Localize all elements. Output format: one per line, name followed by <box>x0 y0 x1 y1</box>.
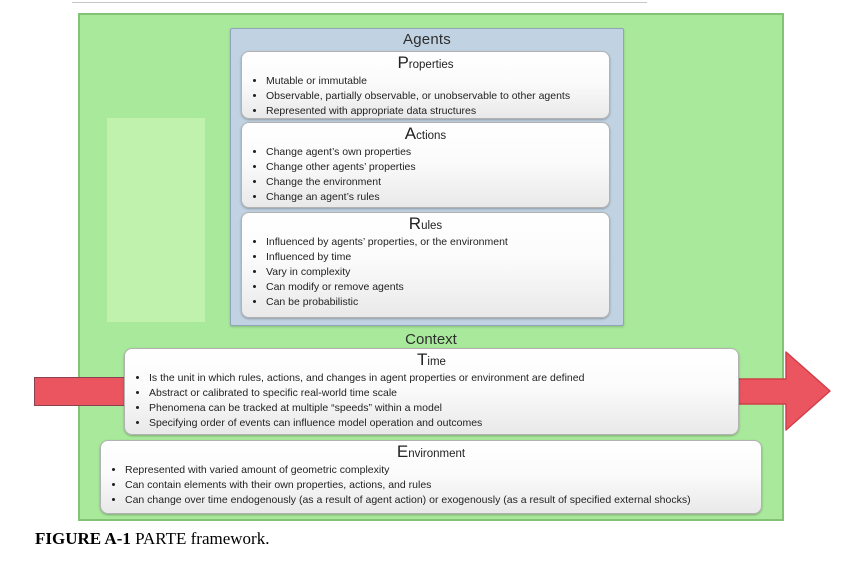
bullet-item: Can contain elements with their own prop… <box>125 478 755 493</box>
actions-title-initial: A <box>404 124 417 143</box>
bullet-item: Abstract or calibrated to specific real-… <box>149 386 732 401</box>
agents-panel: Agents Properties Mutable or immutable O… <box>230 28 624 326</box>
right-flow-arrow <box>729 351 831 431</box>
bullet-item: Change an agent’s rules <box>266 190 603 205</box>
figure-caption-label: FIGURE A-1 <box>35 529 131 548</box>
bullet-item: Represented with varied amount of geomet… <box>125 463 755 478</box>
bullet-item: Specifying order of events can influence… <box>149 416 732 431</box>
parte-framework-panel: Agents Properties Mutable or immutable O… <box>78 13 784 521</box>
figure-caption: FIGURE A-1 PARTE framework. <box>35 529 269 549</box>
context-title: Context <box>405 331 457 348</box>
bullet-item: Mutable or immutable <box>266 74 603 89</box>
properties-title-initial: P <box>397 53 409 72</box>
bullet-item: Can change over time endogenously (as a … <box>125 493 755 508</box>
time-box: Time Is the unit in which rules, actions… <box>124 348 739 435</box>
bullet-item: Change other agents’ properties <box>266 160 603 175</box>
bullet-item: Is the unit in which rules, actions, and… <box>149 371 732 386</box>
bullet-item: Observable, partially observable, or uno… <box>266 89 603 104</box>
rules-title-rest: ules <box>421 220 443 232</box>
figure-caption-text: PARTE framework. <box>130 529 270 548</box>
left-flow-arrow <box>34 377 127 406</box>
properties-title: Properties <box>242 52 609 74</box>
bullet-item: Vary in complexity <box>266 265 603 280</box>
properties-bullets: Mutable or immutable Observable, partial… <box>242 74 609 118</box>
time-title-rest: ime <box>427 356 446 368</box>
rules-box: Rules Influenced by agents’ properties, … <box>241 212 610 318</box>
bullet-item: Influenced by time <box>266 250 603 265</box>
time-bullets: Is the unit in which rules, actions, and… <box>125 371 738 431</box>
agents-title: Agents <box>403 31 451 48</box>
bullet-item: Can modify or remove agents <box>266 280 603 295</box>
environment-title-initial: E <box>396 442 409 461</box>
bullet-item: Change agent’s own properties <box>266 145 603 160</box>
actions-box: Actions Change agent’s own properties Ch… <box>241 122 610 208</box>
environment-box: Environment Represented with varied amou… <box>100 440 762 514</box>
actions-title: Actions <box>242 123 609 145</box>
rules-title: Rules <box>242 213 609 235</box>
page-artifact-line <box>72 2 647 3</box>
time-title: Time <box>125 349 738 371</box>
bullet-item: Phenomena can be tracked at multiple “sp… <box>149 401 732 416</box>
highlight-rect <box>107 118 205 322</box>
bullet-item: Can be probabilistic <box>266 295 603 310</box>
rules-title-initial: R <box>408 214 422 233</box>
bullet-item: Influenced by agents’ properties, or the… <box>266 235 603 250</box>
bullet-item: Represented with appropriate data struct… <box>266 104 603 118</box>
properties-title-rest: roperties <box>408 59 454 71</box>
bullet-item: Change the environment <box>266 175 603 190</box>
properties-box: Properties Mutable or immutable Observab… <box>241 51 610 119</box>
actions-title-rest: ctions <box>416 130 447 142</box>
actions-bullets: Change agent’s own properties Change oth… <box>242 145 609 205</box>
time-title-initial: T <box>417 350 428 369</box>
environment-bullets: Represented with varied amount of geomet… <box>101 463 761 508</box>
environment-title: Environment <box>101 441 761 463</box>
environment-title-rest: nvironment <box>408 448 466 460</box>
rules-bullets: Influenced by agents’ properties, or the… <box>242 235 609 310</box>
